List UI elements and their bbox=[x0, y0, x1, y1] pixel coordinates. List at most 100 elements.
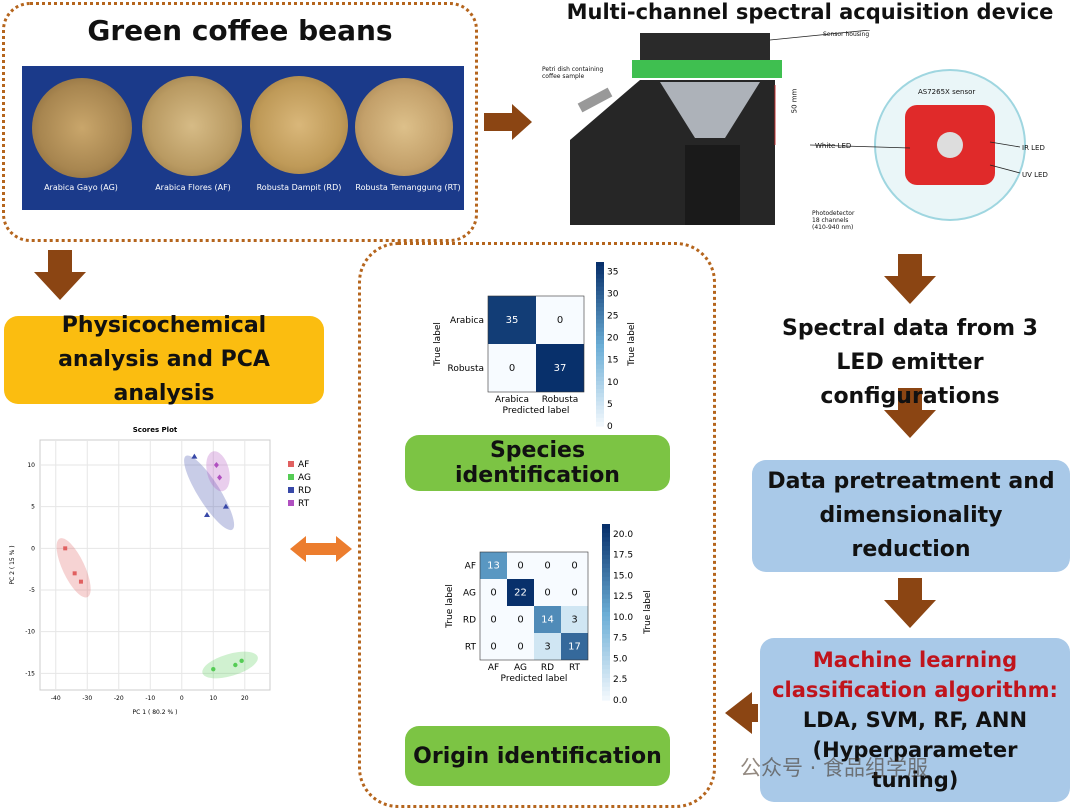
cm-col-label: RT bbox=[569, 663, 581, 673]
plot-area bbox=[39, 439, 271, 691]
cm-cell bbox=[507, 633, 534, 660]
bean-label-rt: Robusta Temanggung (RT) bbox=[355, 183, 461, 192]
cm-value: 35 bbox=[506, 315, 519, 326]
colorbar-segment bbox=[596, 311, 604, 316]
y-tick-label: -5 bbox=[29, 587, 35, 594]
colorbar-segment bbox=[596, 315, 604, 320]
cluster-ellipse bbox=[202, 651, 258, 679]
colorbar-segment bbox=[596, 380, 604, 386]
arrow-down-icon bbox=[884, 254, 936, 304]
colorbar-segment bbox=[596, 397, 604, 402]
colorbar-segment bbox=[602, 660, 610, 666]
label-sensor-housing: Sensor housing bbox=[823, 31, 870, 38]
ml-algos: LDA, SVM, RF, ANN bbox=[802, 708, 1028, 732]
cm-value: 0 bbox=[544, 561, 550, 572]
arrow-down-icon bbox=[884, 388, 936, 438]
colorbar-tick: 30 bbox=[607, 289, 619, 299]
colorbar-segment bbox=[596, 270, 604, 275]
cm-cell bbox=[536, 344, 584, 392]
cm-col-label: Arabica bbox=[495, 395, 529, 405]
cm-cell bbox=[507, 552, 534, 579]
cm-value: 0 bbox=[544, 588, 550, 599]
colorbar-segment bbox=[602, 638, 610, 644]
cm-frame bbox=[479, 551, 589, 661]
label-as7265x: AS7265X sensor bbox=[918, 88, 976, 96]
data-point bbox=[233, 662, 238, 668]
cm-value: 0 bbox=[490, 642, 496, 653]
colorbar-segment bbox=[602, 590, 610, 595]
watermark: 公众号 · 食品组学服 bbox=[740, 756, 929, 780]
label-photodetector: Photodetector 18 channels (410-940 nm) bbox=[812, 210, 855, 231]
bean-dish bbox=[355, 78, 453, 176]
double-arrow-icon bbox=[290, 536, 352, 562]
cm-cell bbox=[488, 296, 536, 344]
data-point bbox=[203, 512, 210, 517]
cm-value: 0 bbox=[517, 561, 523, 572]
colorbar-tick: 7.5 bbox=[613, 634, 627, 644]
colorbar-segment bbox=[602, 678, 610, 683]
colorbar-segment bbox=[602, 581, 610, 587]
colorbar-segment bbox=[602, 524, 610, 529]
origin-box: Origin identification bbox=[405, 726, 670, 786]
cm-cell bbox=[480, 633, 507, 660]
cm-cell bbox=[507, 579, 534, 606]
origin-text: Origin identification bbox=[413, 743, 662, 769]
colorbar-segment bbox=[596, 262, 604, 267]
colorbar-segment bbox=[602, 550, 610, 556]
colorbar-segment bbox=[596, 344, 604, 349]
cm-x-axis-label: Predicted label bbox=[503, 406, 570, 416]
colorbar-segment bbox=[596, 409, 604, 415]
colorbar-tick: 15.0 bbox=[613, 571, 633, 581]
beans-photo: Arabica Gayo (AG) Arabica Flores (AF) Ro… bbox=[22, 66, 464, 210]
colorbar-label: True label bbox=[643, 590, 653, 635]
species-box: Species identification bbox=[405, 435, 670, 491]
colorbar-segment bbox=[596, 323, 604, 329]
colorbar-segment bbox=[602, 612, 610, 617]
cm-cell bbox=[561, 552, 588, 579]
colorbar-segment bbox=[596, 360, 604, 366]
legend-marker bbox=[288, 461, 294, 467]
beans-title: Green coffee beans bbox=[87, 14, 393, 47]
colorbar-segment bbox=[602, 647, 610, 653]
physico-text: Physicochemical analysis and PCA analysi… bbox=[58, 313, 270, 406]
colorbar-segment bbox=[602, 572, 610, 578]
cm-value: 17 bbox=[568, 642, 581, 653]
colorbar-tick: 5 bbox=[607, 400, 613, 410]
colorbar-segment bbox=[602, 634, 610, 639]
device-stand bbox=[685, 145, 740, 225]
cm-y-axis-label: True label bbox=[433, 322, 443, 367]
colorbar-tick: 10 bbox=[607, 378, 619, 388]
colorbar-tick: 0.0 bbox=[613, 696, 628, 706]
colorbar-segment bbox=[596, 385, 604, 390]
sensor-chip bbox=[937, 132, 963, 158]
cm-value: 0 bbox=[517, 615, 523, 626]
colorbar-segment bbox=[602, 695, 610, 701]
cm-row-label: RT bbox=[465, 643, 477, 653]
y-tick-label: 0 bbox=[31, 545, 35, 552]
colorbar-segment bbox=[596, 290, 604, 296]
legend-marker bbox=[288, 500, 294, 506]
colorbar-segment bbox=[596, 405, 604, 411]
data-point bbox=[217, 474, 223, 481]
colorbar-tick: 10.0 bbox=[613, 613, 633, 623]
cm-cell bbox=[480, 552, 507, 579]
cm-cell bbox=[534, 633, 561, 660]
colorbar-segment bbox=[602, 603, 610, 609]
colorbar-segment bbox=[596, 393, 604, 398]
ml-title: Machine learning classification algorith… bbox=[772, 648, 1058, 702]
cm-value: 13 bbox=[487, 561, 500, 572]
colorbar-segment bbox=[596, 319, 604, 325]
arrow-down-icon bbox=[884, 578, 936, 628]
colorbar-tick: 0 bbox=[607, 422, 613, 432]
colorbar-segment bbox=[596, 421, 604, 427]
colorbar-segment bbox=[602, 664, 610, 670]
arrow-right-icon bbox=[484, 104, 532, 140]
sensor-board bbox=[632, 60, 782, 78]
colorbar-tick: 2.5 bbox=[613, 675, 627, 685]
colorbar-tick: 17.5 bbox=[613, 551, 633, 561]
x-tick-label: -40 bbox=[51, 695, 61, 702]
colorbar-segment bbox=[596, 368, 604, 374]
cm-value: 0 bbox=[571, 561, 577, 572]
